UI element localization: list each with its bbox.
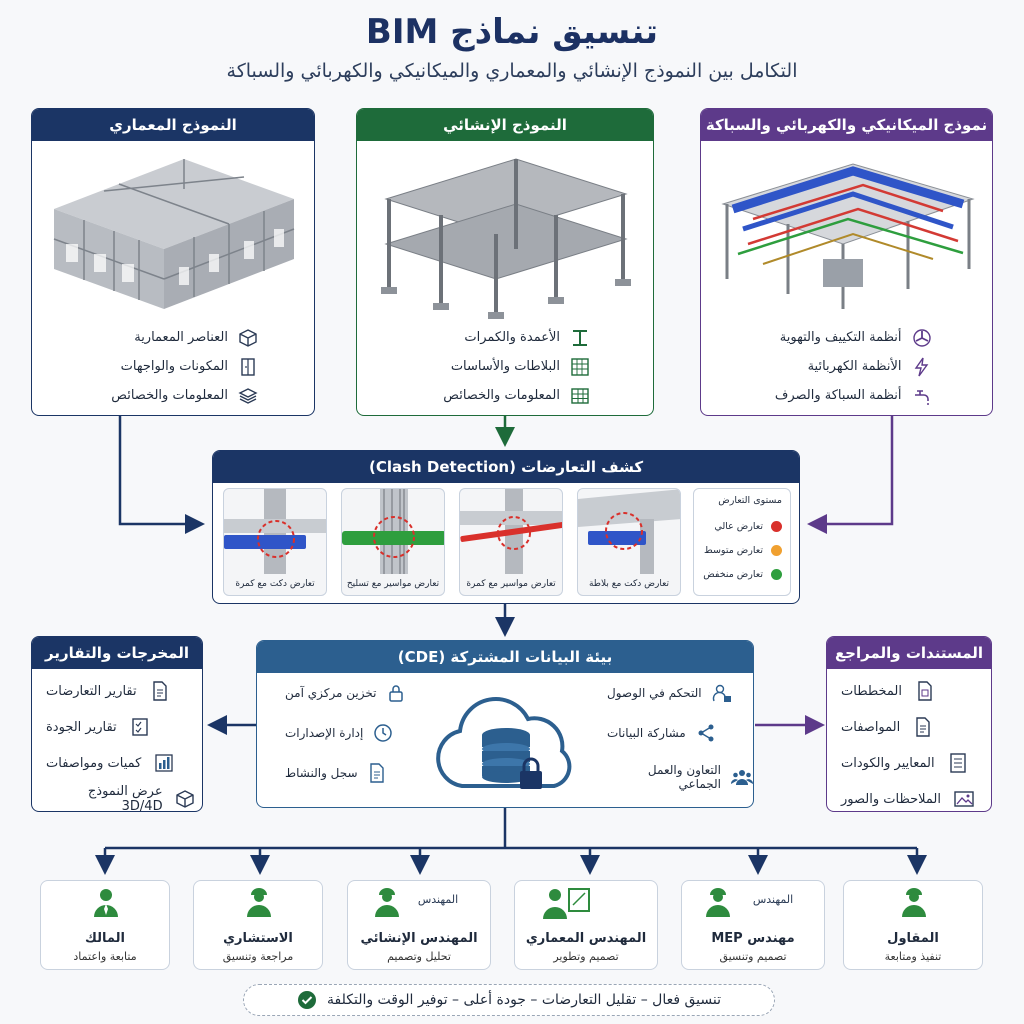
clash-card-duct-beam[interactable]: تعارض دكت مع كمرة: [223, 488, 327, 596]
output-quality-reports[interactable]: تقارير الجودة: [46, 709, 196, 745]
lightning-icon: [912, 357, 932, 377]
feature-columns-beams: الأعمدة والكمرات: [420, 323, 590, 352]
clash-card-pipe-rebar[interactable]: تعارض مواسير مع تسليح: [341, 488, 445, 596]
feature-electrical: الأنظمة الكهربائية: [762, 352, 932, 381]
feature-info-properties: المعلومات والخصائص: [88, 381, 258, 410]
output-3d4d-view[interactable]: عرض النموذج 3D/4D: [46, 781, 196, 811]
footer-text: تنسيق فعال – تقليل التعارضات – جودة أعلى…: [327, 992, 721, 1008]
feature-info-properties: المعلومات والخصائص: [420, 381, 590, 410]
panel-title: كشف التعارضات (Clash Detection): [213, 451, 799, 483]
panel-title: بيئة البيانات المشتركة (CDE): [257, 641, 753, 673]
table-icon: [570, 386, 590, 406]
clash-illustration: [460, 489, 562, 574]
clash-illustration: [578, 489, 680, 574]
architectural-model-panel: النموذج المعماري العناصر المعمارية المكو…: [31, 108, 315, 416]
legend-item-medium: تعارض متوسط: [702, 538, 782, 562]
feature-components-facades: المكونات والواجهات: [88, 352, 258, 381]
checklist-icon: [129, 716, 151, 738]
helmet-worker-icon: [706, 888, 730, 917]
check-circle-icon: [297, 990, 317, 1010]
role-consultant[interactable]: الاستشاري مراجعة وتنسيق: [193, 880, 323, 970]
i-beam-icon: [570, 328, 590, 348]
cde-panel: بيئة البيانات المشتركة (CDE) تخزين مركزي…: [256, 640, 754, 808]
bar-chart-icon: [153, 752, 175, 774]
structural-model-panel: النموذج الإنشائي الأعمدة والكمرات البلاط…: [356, 108, 654, 416]
fan-icon: [912, 328, 932, 348]
cde-secure-storage: تخزين مركزي آمن: [285, 683, 406, 703]
cde-version-management: إدارة الإصدارات: [285, 723, 393, 743]
person-tie-icon: [94, 889, 118, 917]
feature-slabs-foundations: البلاطات والأساسات: [420, 352, 590, 381]
panel-title: النموذج المعماري: [32, 109, 314, 141]
clash-severity-legend: مستوى التعارض تعارض عالي تعارض متوسط تعا…: [693, 488, 791, 596]
panel-title: المستندات والمراجع: [827, 637, 991, 669]
clash-caption: تعارض دكت مع بلاطة: [588, 579, 669, 589]
role-mep-engineer[interactable]: المهندس مهندس MEP تصميم وتنسيق: [681, 880, 825, 970]
page-title: تنسيق نماذج BIM: [365, 12, 659, 52]
list-document-icon: [947, 752, 969, 774]
panel-title: نموذج الميكانيكي والكهربائي والسباكة: [701, 109, 992, 141]
clash-card-duct-slab[interactable]: تعارض دكت مع بلاطة: [577, 488, 681, 596]
clash-caption: تعارض دكت مع كمرة: [235, 579, 315, 589]
documents-references-panel: المستندات والمراجع المخططات المواصفات ال…: [826, 636, 992, 812]
slab-grid-icon: [570, 357, 590, 377]
role-architect[interactable]: المهندس المعماري تصميم وتطوير: [514, 880, 658, 970]
faucet-icon: [912, 386, 932, 406]
cloud-database-icon: [436, 697, 572, 789]
output-quantities-specs[interactable]: كميات ومواصفات: [46, 745, 196, 781]
layers-icon: [238, 386, 258, 406]
footer-benefits-banner: تنسيق فعال – تقليل التعارضات – جودة أعلى…: [243, 984, 775, 1016]
architectural-building-illustration: [53, 159, 295, 309]
helmet-worker-icon: [247, 888, 271, 917]
architect-board-icon: [543, 888, 590, 919]
page-subtitle: التكامل بين النموذج الإنشائي والمعماري و…: [226, 60, 798, 82]
door-icon: [238, 357, 258, 377]
cube-icon: [238, 328, 258, 348]
cde-data-sharing: مشاركة البيانات: [607, 723, 716, 743]
log-icon: [368, 763, 386, 783]
drawing-icon: [914, 680, 936, 702]
mep-systems-illustration: [721, 163, 975, 309]
helmet-worker-icon: [902, 888, 926, 917]
clash-illustration: [224, 489, 326, 574]
cde-collaboration: التعاون والعمل الجماعي: [607, 763, 753, 791]
team-icon: [731, 767, 753, 787]
clock-icon: [373, 723, 393, 743]
image-icon: [953, 788, 975, 810]
legend-title: مستوى التعارض: [718, 495, 782, 506]
cde-activity-log: سجل والنشاط: [285, 763, 386, 783]
feature-hvac: أنظمة التكييف والتهوية: [762, 323, 932, 352]
feature-plumbing: أنظمة السباكة والصرف: [762, 381, 932, 410]
clash-card-pipe-beam[interactable]: تعارض مواسير مع كمرة: [459, 488, 563, 596]
role-contractor[interactable]: المقاول تنفيذ ومتابعة: [843, 880, 983, 970]
helmet-worker-icon: [375, 888, 399, 917]
feature-architectural-elements: العناصر المعمارية: [88, 323, 258, 352]
outputs-reports-panel: المخرجات والتقارير تقارير التعارضات تقار…: [31, 636, 203, 812]
reference-drawings[interactable]: المخططات: [841, 673, 981, 709]
reference-specifications[interactable]: المواصفات: [841, 709, 981, 745]
output-clash-reports[interactable]: تقارير التعارضات: [46, 673, 196, 709]
reference-standards-codes[interactable]: المعايير والكودات: [841, 745, 981, 781]
clash-caption: تعارض مواسير مع كمرة: [466, 579, 556, 589]
cde-access-control: التحكم في الوصول: [607, 683, 732, 703]
legend-item-high: تعارض عالي: [702, 514, 782, 538]
clash-detection-panel: كشف التعارضات (Clash Detection) تعارض دك…: [212, 450, 800, 604]
lock-icon: [386, 683, 406, 703]
role-owner[interactable]: المالك متابعة واعتماد: [40, 880, 170, 970]
reference-notes-photos[interactable]: الملاحظات والصور: [841, 781, 981, 811]
user-lock-icon: [712, 683, 732, 703]
panel-title: المخرجات والتقارير: [32, 637, 202, 669]
structural-frame-illustration: [381, 158, 631, 319]
panel-title: النموذج الإنشائي: [357, 109, 653, 141]
clash-illustration: [342, 489, 444, 574]
clash-caption: تعارض مواسير مع تسليح: [346, 579, 440, 589]
document-icon: [149, 680, 171, 702]
cube-icon: [175, 788, 196, 810]
document-icon: [912, 716, 934, 738]
share-icon: [696, 723, 716, 743]
mep-model-panel: نموذج الميكانيكي والكهربائي والسباكة أنظ…: [700, 108, 993, 416]
role-structural-engineer[interactable]: المهندس المهندس الإنشائي تحليل وتصميم: [347, 880, 491, 970]
legend-item-low: تعارض منخفض: [702, 562, 782, 586]
